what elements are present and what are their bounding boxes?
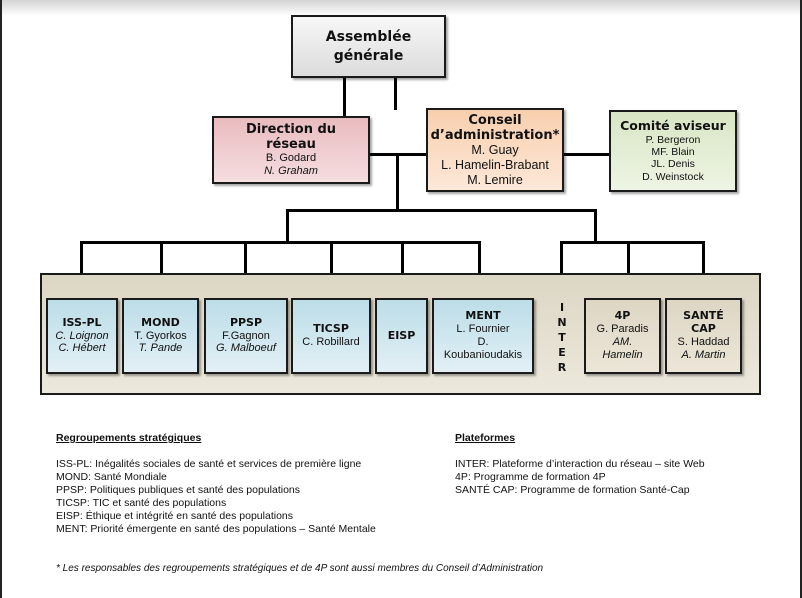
member-name: T. Gyorkos [134, 329, 187, 342]
connector [594, 209, 597, 243]
inter-letter: R [557, 361, 567, 374]
member-name: M. Lemire [467, 172, 523, 187]
direction-title-2: réseau [266, 137, 316, 153]
footnote: * Les responsables des regroupements str… [56, 563, 544, 574]
member-name: S. Haddad [677, 336, 730, 348]
member-name: A. Martin [681, 348, 726, 361]
legend-groups-heading: Regroupements stratégiques [56, 432, 202, 444]
connector [244, 241, 247, 299]
member-name: Hamelin [602, 348, 643, 361]
member-name: L. Hamelin-Brabant [441, 157, 549, 172]
member-name: L. Fournier [456, 323, 510, 336]
connector [401, 241, 404, 299]
member-name: F.Gagnon [222, 329, 270, 342]
legend-item: EISP: Éthique et intégrité en santé des … [56, 510, 293, 522]
member-name: M. Guay [471, 143, 519, 158]
inter-platform-label: I N T E R [553, 300, 571, 375]
group-title: EISP [387, 328, 416, 342]
connector [286, 209, 597, 212]
platform-box-sante-cap: SANTÉ CAP S. Haddad A. Martin [665, 298, 742, 374]
member-name: G. Malboeuf [216, 342, 276, 355]
conseil-administration-box: Conseil d’administration* M. Guay L. Ham… [426, 108, 564, 192]
member-name: AM. [612, 336, 633, 348]
connector [160, 241, 163, 299]
member-name: G. Paradis [596, 323, 649, 336]
legend-item: ISS-PL: Inégalités sociales de santé et … [56, 458, 362, 470]
legend-platforms-heading: Plateformes [455, 432, 516, 444]
page-border-left [0, 0, 2, 598]
assemblee-title-1: Assemblée [325, 29, 412, 46]
comite-title: Comité aviseur [620, 117, 726, 133]
direction-reseau-box: Direction du réseau B. Godard N. Graham [212, 116, 370, 184]
member-name: D. Weinstock [642, 170, 704, 183]
connector [564, 153, 609, 156]
member-name: MF. Blain [651, 146, 695, 158]
group-title: MENT [465, 309, 501, 323]
group-title: MOND [141, 315, 180, 329]
platform-title-1: SANTÉ [683, 309, 724, 323]
connector [560, 241, 563, 274]
member-name: D. [477, 336, 489, 348]
group-box-eisp: EISP [375, 298, 428, 374]
connector [343, 78, 346, 118]
platform-title-2: CAP [691, 322, 716, 336]
member-name: Koubanioudakis [443, 348, 523, 361]
legend-item: MENT: Priorité émergente en santé des po… [56, 523, 376, 535]
group-box-ment: MENT L. Fournier D. Koubanioudakis [432, 298, 534, 374]
legend-item: SANTÉ CAP: Programme de formation Santé-… [455, 484, 690, 496]
conseil-title-1: Conseil [468, 112, 522, 128]
inter-letter: I [559, 301, 565, 314]
inter-letter: T [558, 331, 566, 344]
group-box-ppsp: PPSP F.Gagnon G. Malboeuf [204, 298, 288, 374]
platform-title: 4P [614, 309, 631, 323]
legend-item: INTER: Plateforme d’interaction du résea… [455, 458, 705, 470]
conseil-title-2: d’administration* [430, 127, 560, 143]
legend-item: PPSP: Politiques publiques et santé des … [56, 484, 300, 496]
connector [478, 241, 481, 299]
connector [286, 209, 289, 243]
direction-title-1: Direction du [245, 121, 337, 137]
group-box-iss-pl: ISS-PL C. Loignon C. Hébert [46, 298, 118, 374]
group-title: TICSP [313, 322, 349, 336]
inter-letter: N [557, 316, 567, 329]
member-name: N. Graham [264, 165, 318, 178]
platform-box-4p: 4P G. Paradis AM. Hamelin [584, 298, 661, 374]
member-name: T. Pande [138, 342, 183, 355]
page-border-right [800, 0, 802, 598]
connector [560, 241, 705, 244]
member-name: JL. Denis [651, 158, 695, 171]
connector [394, 78, 397, 110]
member-name: C. Robillard [302, 336, 360, 348]
comite-aviseur-box: Comité aviseur P. Bergeron MF. Blain JL.… [609, 110, 737, 192]
top-shade [0, 0, 802, 16]
legend-platforms: Plateformes INTER: Plateforme d’interact… [455, 432, 705, 497]
group-title: ISS-PL [62, 315, 102, 329]
assemblee-generale-box: Assemblée générale [291, 15, 446, 78]
connector [702, 241, 705, 299]
connector [396, 153, 399, 211]
connector [627, 241, 630, 299]
legend-item: 4P: Programme de formation 4P [455, 471, 606, 483]
legend-item: MOND: Santé Mondiale [56, 471, 167, 483]
inter-letter: E [558, 346, 566, 359]
group-box-ticsp: TICSP C. Robillard [291, 298, 371, 374]
legend-item: TICSP: TIC et santé des populations [56, 497, 227, 509]
assemblee-title-2: générale [333, 47, 404, 64]
legend-groups: Regroupements stratégiques ISS-PL: Inéga… [56, 432, 376, 536]
group-title: PPSP [229, 315, 263, 329]
member-name: P. Bergeron [645, 133, 701, 146]
connector [80, 241, 481, 244]
member-name: B. Godard [265, 152, 317, 165]
member-name: C. Hébert [58, 342, 106, 355]
member-name: C. Loignon [55, 329, 109, 342]
connector [330, 241, 333, 299]
connector [80, 241, 83, 299]
group-box-mond: MOND T. Gyorkos T. Pande [122, 298, 199, 374]
